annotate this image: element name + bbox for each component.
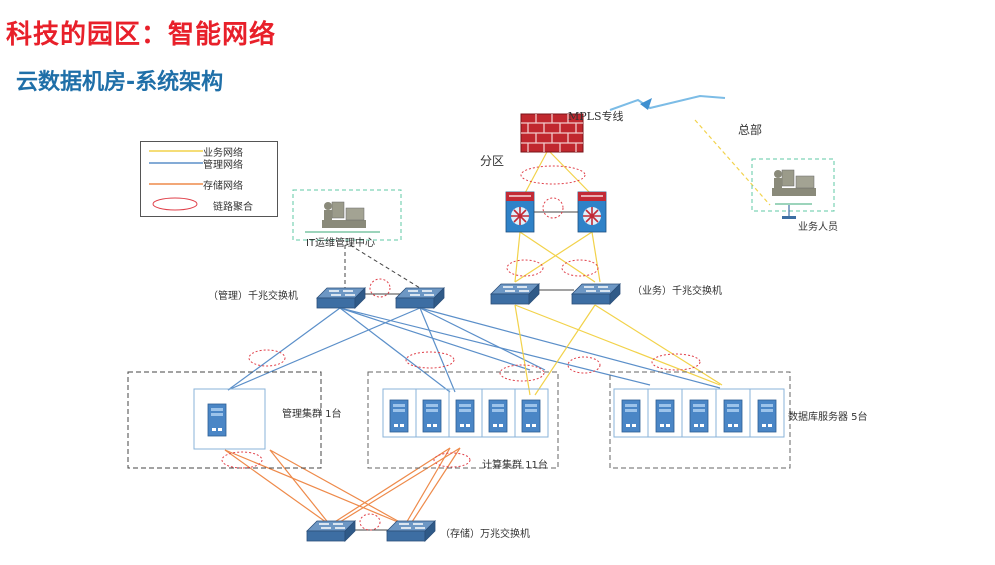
- router-icon: [505, 191, 535, 233]
- server-icon: [621, 399, 641, 433]
- aggregation-ellipses: [221, 165, 701, 531]
- server-icon: [723, 399, 743, 433]
- server-icon: [422, 399, 442, 433]
- server-icon: [207, 403, 227, 437]
- management-network-lines: [227, 307, 721, 393]
- switch-icon: [490, 283, 540, 305]
- legend-business: 业务网络: [203, 148, 243, 159]
- server-icon: [757, 399, 777, 433]
- it-center-links: [344, 244, 421, 289]
- db-server-frame: [613, 388, 785, 438]
- hq-zone: [751, 158, 835, 212]
- branch-label: 分区: [480, 154, 505, 168]
- switch-icon: [306, 520, 356, 542]
- server-icon: [689, 399, 709, 433]
- mgmt-cluster-zone: [127, 371, 322, 469]
- mgmt-server-frame: [193, 388, 266, 450]
- server-icon: [488, 399, 508, 433]
- lightning-icon: [640, 98, 652, 110]
- server-icon: [655, 399, 675, 433]
- workstation-icon: [771, 169, 817, 197]
- mgmt-switch-label: （管理）千兆交换机: [208, 291, 298, 302]
- business-staff-label: 业务人员: [798, 222, 838, 233]
- legend: 业务网络 管理网络 存储网络 链路聚合: [140, 141, 278, 217]
- firewall-icon: [520, 113, 584, 153]
- legend-storage: 存储网络: [203, 181, 243, 192]
- page-title: 科技的园区：智能网络: [6, 20, 277, 50]
- compute-cluster-label: 计算集群 11台: [482, 460, 548, 471]
- lightning-icon: [609, 94, 726, 111]
- storage-switch-label: （存储）万兆交换机: [440, 529, 530, 540]
- legend-aggregation: 链路聚合: [213, 202, 253, 213]
- db-servers-label: 数据库服务器 5台: [788, 412, 868, 423]
- server-icon: [389, 399, 409, 433]
- switch-icon: [571, 283, 621, 305]
- it-center-zone: [292, 189, 402, 241]
- compute-server-frame: [382, 388, 549, 438]
- hq-label: 总部: [738, 123, 763, 137]
- switch-icon: [316, 287, 366, 309]
- storage-network-lines: [224, 447, 461, 526]
- db-cluster-zone: [609, 371, 791, 469]
- mpls-label: MPLS专线: [568, 110, 624, 123]
- server-icon: [521, 399, 541, 433]
- business-staff-icon: [782, 216, 796, 219]
- workstation-icon: [321, 201, 367, 229]
- legend-swatches: [149, 150, 203, 211]
- biz-switch-label: （业务）千兆交换机: [632, 286, 722, 297]
- page-subtitle: 云数据机房-系统架构: [16, 70, 224, 95]
- switch-icon: [386, 520, 436, 542]
- router-icon: [577, 191, 607, 233]
- business-network-lines: [514, 119, 771, 396]
- it-center-label: IT运维管理中心: [306, 238, 376, 249]
- server-icon: [455, 399, 475, 433]
- legend-management: 管理网络: [203, 160, 243, 171]
- compute-cluster-zone: [367, 371, 559, 469]
- switch-icon: [395, 287, 445, 309]
- mgmt-cluster-label: 管理集群 1台: [282, 409, 342, 420]
